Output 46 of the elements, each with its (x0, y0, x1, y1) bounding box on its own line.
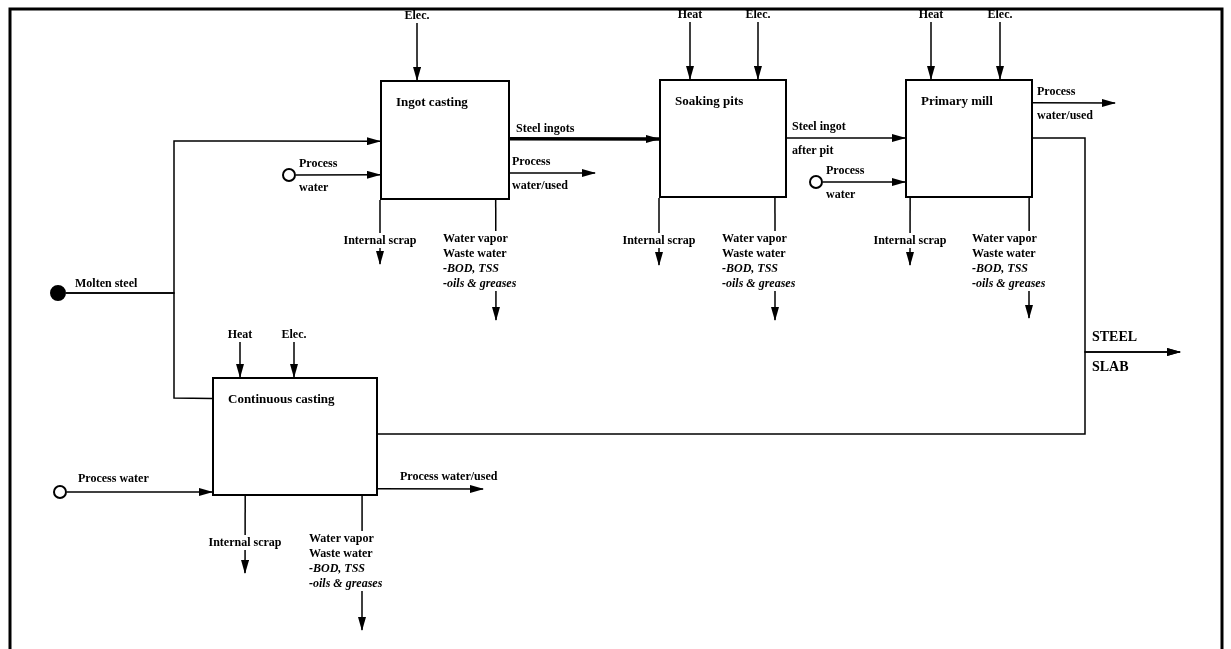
arrow (236, 341, 245, 378)
input-label: Heat (911, 6, 951, 22)
source-circle (809, 175, 823, 189)
source-circle (282, 168, 296, 182)
edge-label: Process water (826, 162, 866, 203)
input-label: Elec. (738, 6, 778, 22)
edge-label: Process water (78, 471, 149, 486)
box-title: Soaking pits (675, 93, 744, 108)
source-circle (53, 485, 67, 499)
arrow (413, 22, 422, 81)
edge-label: STEEL SLAB (1092, 328, 1138, 376)
arrow (996, 21, 1004, 80)
arrow (753, 21, 762, 80)
arrow (377, 485, 484, 493)
edge-label: Molten steel (75, 276, 138, 291)
arrow (1032, 98, 1116, 107)
edge-label: Steel ingots (516, 121, 575, 136)
source-circle (50, 285, 66, 301)
arrow (377, 348, 1181, 435)
process-box (380, 80, 510, 200)
edge-label: Process water/used (512, 153, 569, 194)
arrow (509, 169, 596, 177)
arrow (927, 21, 935, 80)
edge-label: Steel ingot after pit (792, 118, 847, 159)
input-label: Elec. (980, 6, 1020, 22)
arrow (66, 487, 213, 496)
input-label: Elec. (274, 326, 314, 342)
box-title: Ingot casting (396, 94, 468, 109)
arrow (786, 134, 906, 142)
arrow (510, 134, 660, 143)
arrow (290, 341, 298, 378)
input-label: Heat (220, 326, 260, 342)
process-box (905, 79, 1033, 198)
input-label: Heat (670, 6, 710, 22)
arrow (822, 178, 906, 187)
process-box (659, 79, 787, 198)
edge-label: Process water/used (1037, 83, 1094, 124)
connector-line (65, 292, 213, 400)
box-title: Continuous casting (228, 391, 335, 406)
edge-label: Process water/used (400, 469, 498, 484)
edge-label: Process water (299, 155, 339, 196)
input-label: Elec. (397, 7, 437, 23)
process-box (212, 377, 378, 496)
arrow (686, 21, 694, 80)
arrow (295, 170, 381, 179)
box-title: Primary mill (921, 93, 993, 108)
